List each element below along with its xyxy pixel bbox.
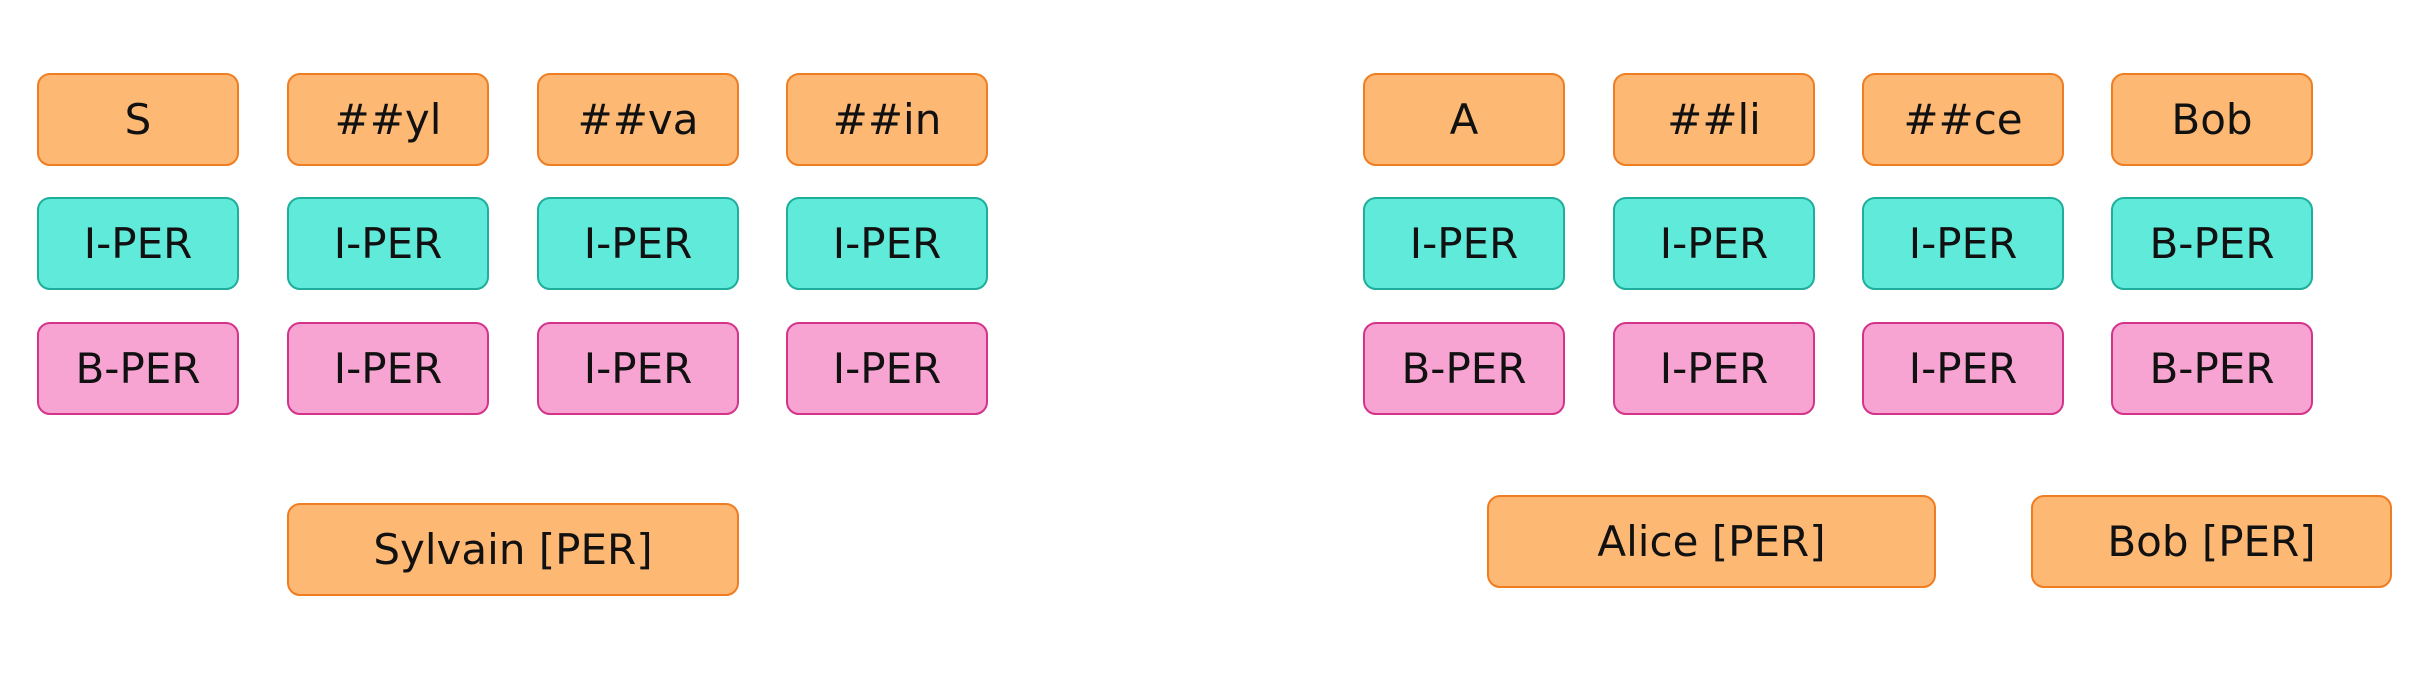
- label-box-row2: I-PER: [537, 322, 739, 415]
- entity-box: Sylvain [PER]: [287, 503, 739, 596]
- label-box-row1: B-PER: [2111, 197, 2313, 290]
- label-box-row1: I-PER: [786, 197, 988, 290]
- label-box-row2: I-PER: [1862, 322, 2064, 415]
- label-box-row2: B-PER: [1363, 322, 1565, 415]
- label-box-row1: I-PER: [537, 197, 739, 290]
- label-box-row2: B-PER: [37, 322, 239, 415]
- label-box-row2: I-PER: [1613, 322, 1815, 415]
- token-box: ##va: [537, 73, 739, 166]
- token-box: ##yl: [287, 73, 489, 166]
- label-box-row2: I-PER: [786, 322, 988, 415]
- token-box: ##li: [1613, 73, 1815, 166]
- label-box-row1: I-PER: [1363, 197, 1565, 290]
- label-box-row2: B-PER: [2111, 322, 2313, 415]
- label-box-row1: I-PER: [287, 197, 489, 290]
- entity-box: Alice [PER]: [1487, 495, 1936, 588]
- entity-box: Bob [PER]: [2031, 495, 2392, 588]
- token-box: ##in: [786, 73, 988, 166]
- token-box: S: [37, 73, 239, 166]
- token-box: Bob: [2111, 73, 2313, 166]
- label-box-row1: I-PER: [1613, 197, 1815, 290]
- token-box: A: [1363, 73, 1565, 166]
- token-box: ##ce: [1862, 73, 2064, 166]
- label-box-row1: I-PER: [1862, 197, 2064, 290]
- label-box-row1: I-PER: [37, 197, 239, 290]
- label-box-row2: I-PER: [287, 322, 489, 415]
